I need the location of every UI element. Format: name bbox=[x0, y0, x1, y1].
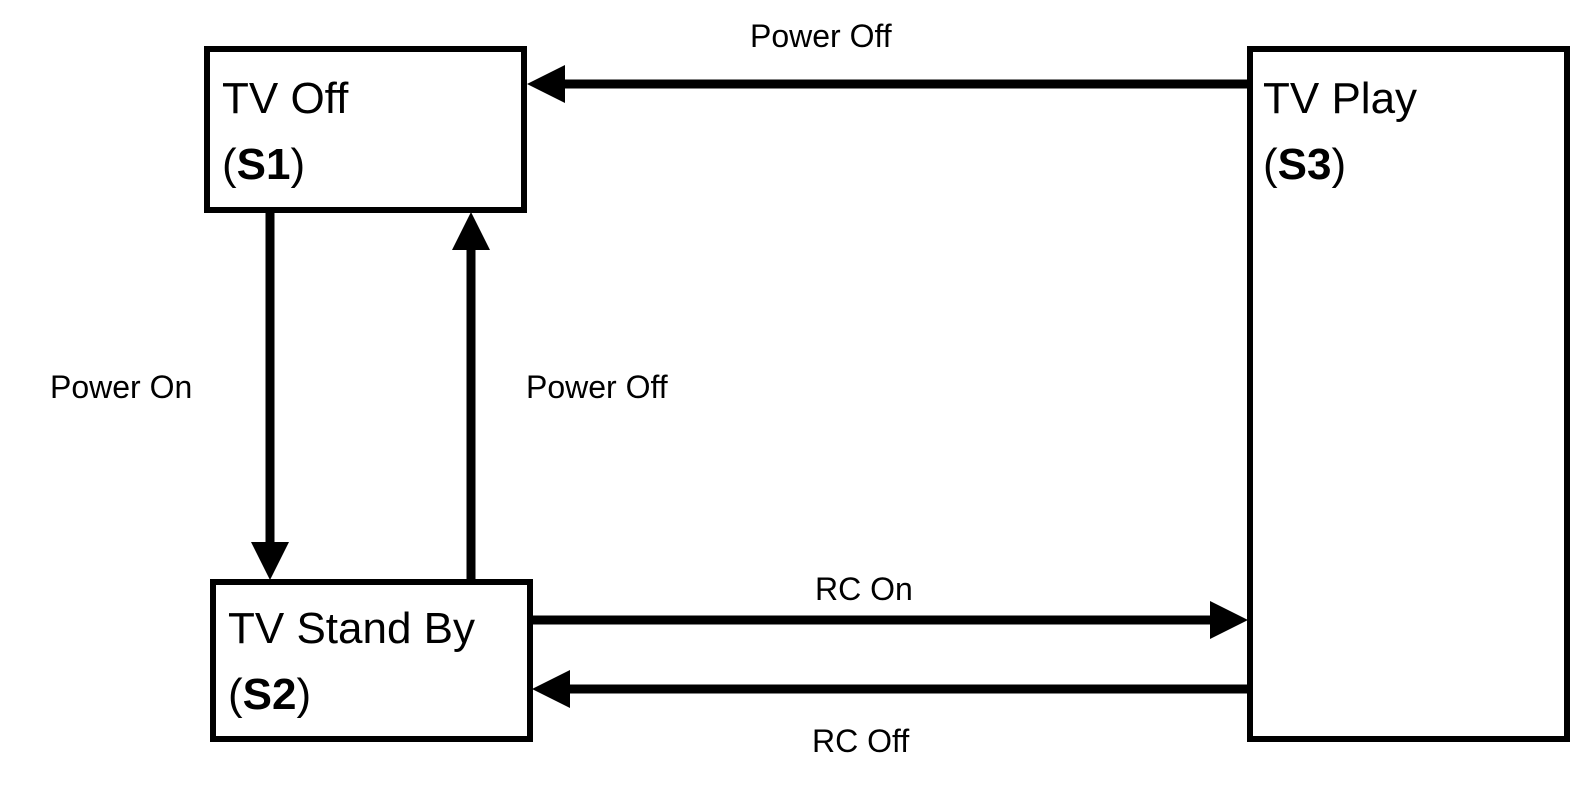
transition-s3-to-s1: Power Off bbox=[527, 18, 1248, 103]
state-s3-id: (S3) bbox=[1263, 140, 1346, 189]
transition-s1-to-s2: Power On bbox=[50, 212, 289, 580]
state-s2-box bbox=[210, 579, 533, 742]
transition-s2-to-s3-label: RC On bbox=[815, 571, 913, 607]
state-s3-name: TV Play bbox=[1263, 74, 1417, 123]
state-s3: TV Play (S3) bbox=[1247, 46, 1570, 742]
state-s2: TV Stand By (S2) bbox=[210, 579, 533, 742]
state-s1-id: (S1) bbox=[222, 140, 305, 189]
arrow-up-icon bbox=[452, 212, 490, 250]
transition-s1-to-s2-label: Power On bbox=[50, 369, 192, 405]
state-s2-name: TV Stand By bbox=[228, 604, 475, 653]
transition-s2-to-s1: Power Off bbox=[452, 212, 668, 580]
arrow-down-icon bbox=[251, 542, 289, 580]
transition-s3-to-s2: RC Off bbox=[532, 670, 1248, 759]
arrow-left-icon bbox=[527, 65, 565, 103]
arrow-right-icon bbox=[1210, 601, 1248, 639]
state-s2-id: (S2) bbox=[228, 670, 311, 719]
arrow-left-icon bbox=[532, 670, 570, 708]
transition-s2-to-s3: RC On bbox=[532, 571, 1248, 639]
state-s1: TV Off (S1) bbox=[204, 46, 527, 213]
state-s1-box bbox=[204, 46, 527, 213]
state-s1-name: TV Off bbox=[222, 74, 349, 123]
state-s3-box bbox=[1247, 46, 1570, 742]
transition-s3-to-s2-label: RC Off bbox=[812, 723, 909, 759]
transition-s2-to-s1-label: Power Off bbox=[526, 369, 668, 405]
transition-s3-to-s1-label: Power Off bbox=[750, 18, 892, 54]
